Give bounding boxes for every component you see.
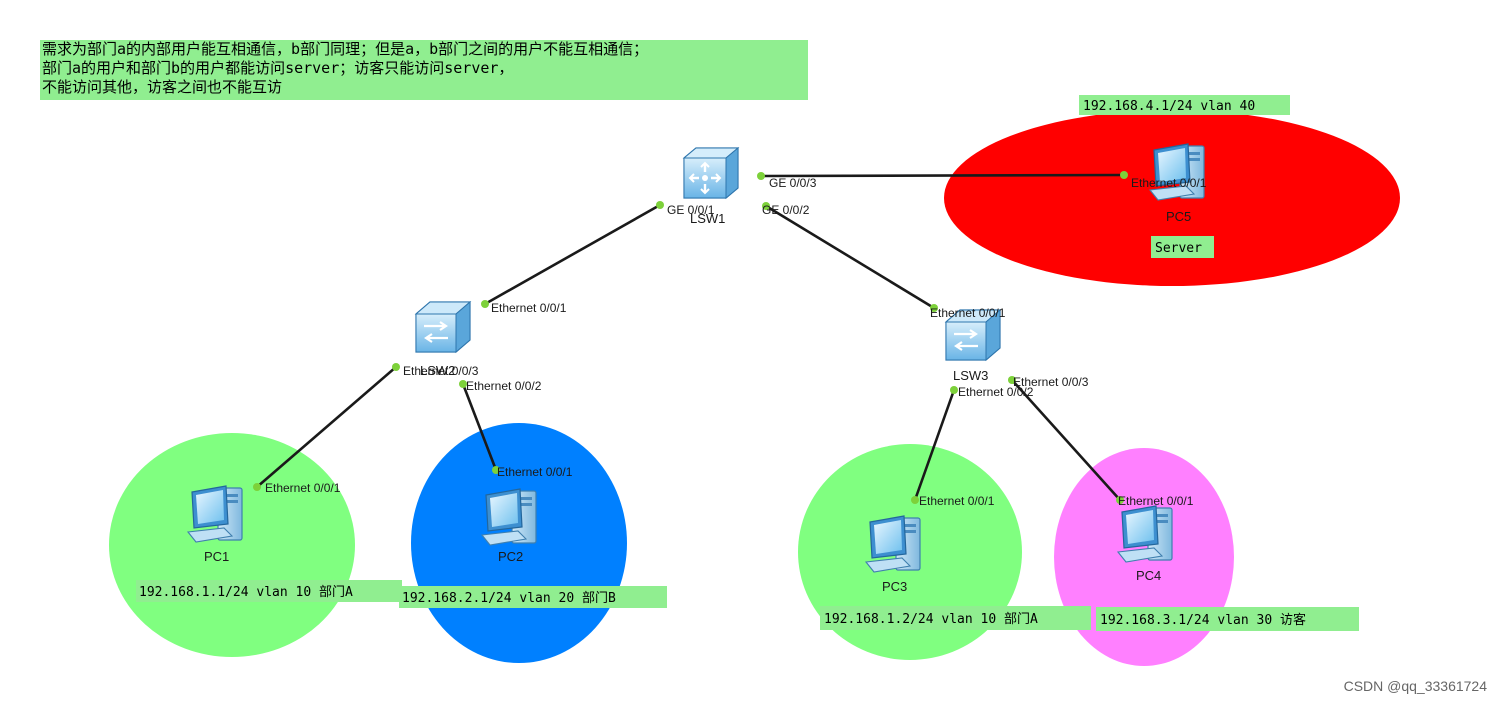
lsw2-label: LSW2 xyxy=(420,363,455,378)
pc3-ip-label-group: 192.168.1.2/24 vlan 10 部门A xyxy=(820,606,1091,630)
pc4-label: PC4 xyxy=(1136,568,1161,583)
link-lsw2-pc1 xyxy=(256,366,397,488)
pc3-label: PC3 xyxy=(882,579,907,594)
link-lsw3-pc4 xyxy=(1011,379,1121,501)
pc4-computer-icon[interactable] xyxy=(1117,505,1173,563)
port-lsw3-e2: Ethernet 0/0/2 xyxy=(958,385,1034,399)
link-lsw3-pc3 xyxy=(913,389,956,501)
pc4-ip-label: 192.168.3.1/24 vlan 30 访客 xyxy=(1100,612,1306,628)
pc5-computer-icon[interactable] xyxy=(1149,143,1205,201)
lsw1-switch-icon[interactable] xyxy=(682,146,740,200)
port-pc1-e1: Ethernet 0/0/1 xyxy=(265,481,341,495)
pc3-ip-label: 192.168.1.2/24 vlan 10 部门A xyxy=(824,612,1038,627)
pc3-computer-icon[interactable] xyxy=(865,515,921,573)
pc1-ip-label: 192.168.1.1/24 vlan 10 部门A xyxy=(139,585,353,600)
note-line-1: 需求为部门a的内部用户能互相通信，b部门同理；但是a，b部门之间的用户不能互相通… xyxy=(42,40,649,58)
server-label-group: Server xyxy=(1151,236,1214,258)
port-lsw1-ge1: GE 0/0/1 xyxy=(667,203,715,217)
pc5-label: PC5 xyxy=(1166,209,1191,224)
pc2-computer-icon[interactable] xyxy=(481,488,537,546)
pc5-ip-label-group: 192.168.4.1/24 vlan 40 xyxy=(1079,95,1290,115)
links xyxy=(256,173,1125,501)
port-dots xyxy=(253,171,1128,504)
port-lsw1-ge2: GE 0/0/2 xyxy=(762,203,810,217)
port-lsw1-ge3: GE 0/0/3 xyxy=(769,176,817,190)
link-lsw1-lsw3 xyxy=(765,204,935,310)
server-label: Server xyxy=(1155,241,1202,256)
note-line-3: 不能访问其他，访客之间也不能互访 xyxy=(42,78,283,96)
pc4-ip-label-group: 192.168.3.1/24 vlan 30 访客 xyxy=(1096,607,1359,631)
port-lsw2-e2: Ethernet 0/0/2 xyxy=(466,379,542,393)
pc1-ip-label-group: 192.168.1.1/24 vlan 10 部门A xyxy=(136,580,402,602)
lsw2-switch-icon[interactable] xyxy=(414,300,472,354)
port-pc2-e1: Ethernet 0/0/1 xyxy=(497,465,573,479)
link-lsw2-pc2 xyxy=(461,383,498,471)
pc2-label: PC2 xyxy=(498,549,523,564)
pc1-zone xyxy=(109,433,355,657)
port-lsw3-e3: Ethernet 0/0/3 xyxy=(1013,375,1089,389)
pc1-label: PC1 xyxy=(204,549,229,564)
pc2-ip-label: 192.168.2.1/24 vlan 20 部门B xyxy=(402,591,616,606)
port-lsw2-e3: Ethernet 0/0/3 xyxy=(403,364,479,378)
port-pc4-e1: Ethernet 0/0/1 xyxy=(1118,494,1194,508)
requirements-note: 需求为部门a的内部用户能互相通信，b部门同理；但是a，b部门之间的用户不能互相通… xyxy=(40,40,808,100)
pc5-ip-label: 192.168.4.1/24 vlan 40 xyxy=(1083,99,1255,114)
port-lsw2-e1: Ethernet 0/0/1 xyxy=(491,301,567,315)
lsw1-label: LSW1 xyxy=(690,211,725,226)
note-line-2: 部门a的用户和部门b的用户都能访问server；访客只能访问server， xyxy=(42,59,514,77)
pc1-computer-icon[interactable] xyxy=(187,485,243,543)
link-lsw1-pc5 xyxy=(760,173,1125,178)
port-pc5-e1: Ethernet 0/0/1 xyxy=(1131,176,1207,190)
link-lsw1-lsw2 xyxy=(484,203,661,306)
csdn-watermark: CSDN @qq_33361724 xyxy=(1343,678,1487,694)
lsw3-label: LSW3 xyxy=(953,368,988,383)
port-pc3-e1: Ethernet 0/0/1 xyxy=(919,494,995,508)
port-lsw3-e1: Ethernet 0/0/1 xyxy=(930,306,1006,320)
pc2-ip-label-group: 192.168.2.1/24 vlan 20 部门B xyxy=(399,586,667,608)
